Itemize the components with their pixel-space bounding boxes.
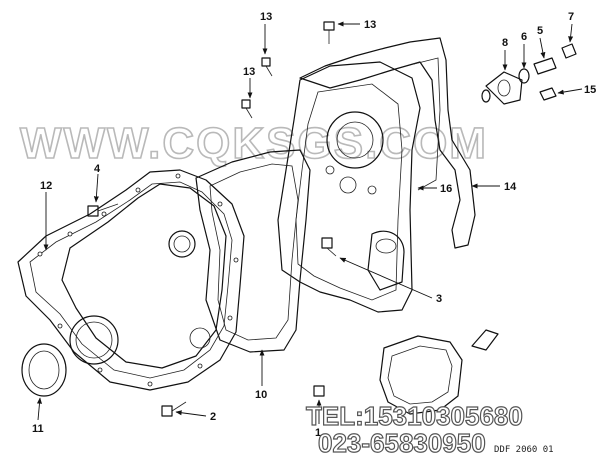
plug-7 <box>561 43 577 59</box>
callout-5: 5 <box>537 25 543 37</box>
callout-1: 1 <box>315 427 321 439</box>
plug-15 <box>539 87 557 101</box>
inner-plate-10 <box>195 149 311 353</box>
leader-lines <box>36 21 583 424</box>
callout-13-top-right: 13 <box>364 19 376 31</box>
sensor-5 <box>533 57 557 75</box>
bolt-4 <box>87 203 119 217</box>
drawing-id: DDF 2060 01 <box>494 445 554 455</box>
gear-housing <box>277 61 421 313</box>
callout-2: 2 <box>210 411 216 423</box>
adapter-plate-8 <box>485 71 523 105</box>
bolt-2 <box>161 401 187 417</box>
gasket-bolt-holes <box>37 173 239 387</box>
callout-3: 3 <box>436 293 442 305</box>
crankshaft-seal-opening <box>69 315 119 365</box>
oil-seal-11 <box>21 343 67 397</box>
callout-6: 6 <box>521 31 527 43</box>
access-cover <box>379 335 463 415</box>
cover-seal-opening <box>168 230 196 258</box>
bolt-13-c <box>241 99 253 119</box>
callout-13-middle: 13 <box>243 66 255 78</box>
callout-15: 15 <box>584 84 596 96</box>
housing-bore <box>326 111 384 169</box>
bolt-13-a <box>323 21 335 44</box>
callout-12: 12 <box>40 180 52 192</box>
contact-phone-landline: 023-65830950 <box>318 428 486 458</box>
watermark-text: WWW.CQKSGS.COM <box>20 119 488 168</box>
contact-phone-mobile: TEL:15310305680 <box>306 401 523 431</box>
callout-16: 16 <box>440 183 452 195</box>
callout-10: 10 <box>255 389 267 401</box>
callout-7: 7 <box>568 11 574 23</box>
callout-4: 4 <box>94 163 101 175</box>
front-cover-gasket-12 <box>17 169 245 391</box>
o-ring-6 <box>518 68 530 84</box>
o-ring <box>481 89 491 103</box>
gear-housing-cover <box>61 183 227 369</box>
stud-3 <box>321 237 337 257</box>
callout-8: 8 <box>502 37 508 49</box>
plug-1 <box>313 385 325 397</box>
bolt-13-b <box>261 57 273 77</box>
callout-11: 11 <box>32 423 44 435</box>
callout-14: 14 <box>504 181 517 193</box>
callout-13-top-left: 13 <box>260 11 272 23</box>
